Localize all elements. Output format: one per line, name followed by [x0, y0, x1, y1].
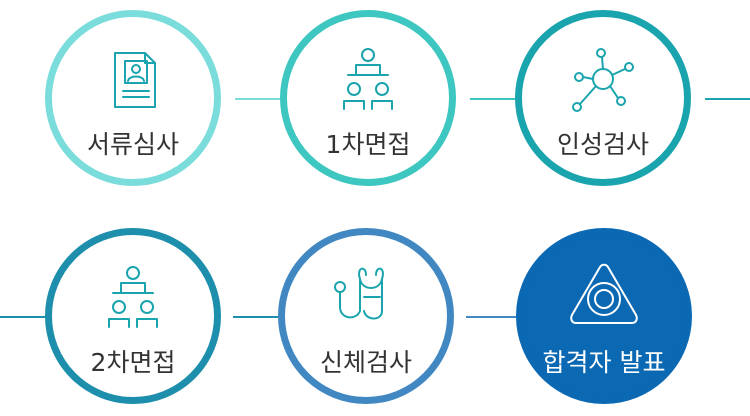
target-icon — [564, 257, 644, 337]
step-result-announcement: 합격자 발표 — [516, 228, 692, 404]
step-label: 서류심사 — [86, 130, 179, 159]
connector-row1-a — [235, 98, 280, 100]
step-label: 합격자 발표 — [542, 348, 666, 377]
step-label: 인성검사 — [556, 130, 649, 159]
stethoscope-icon — [326, 257, 406, 337]
step-label: 신체검사 — [319, 348, 412, 377]
step-label: 2차면접 — [90, 348, 176, 377]
network-icon — [563, 39, 643, 119]
group-interview-icon — [328, 39, 408, 119]
step-physical-exam: 신체검사 — [278, 228, 454, 404]
connector-row2-start — [0, 316, 45, 318]
step-second-interview: 2차면접 — [45, 228, 221, 404]
step-first-interview: 1차면접 — [280, 10, 456, 186]
connector-row1-b — [470, 98, 515, 100]
connector-row2-b — [466, 316, 516, 318]
document-icon — [93, 39, 173, 119]
step-document-review: 서류심사 — [45, 10, 221, 186]
connector-row2-a — [233, 316, 278, 318]
step-personality-test: 인성검사 — [515, 10, 691, 186]
group-interview-icon — [93, 257, 173, 337]
connector-row1-end — [705, 98, 750, 100]
step-label: 1차면접 — [325, 130, 411, 159]
